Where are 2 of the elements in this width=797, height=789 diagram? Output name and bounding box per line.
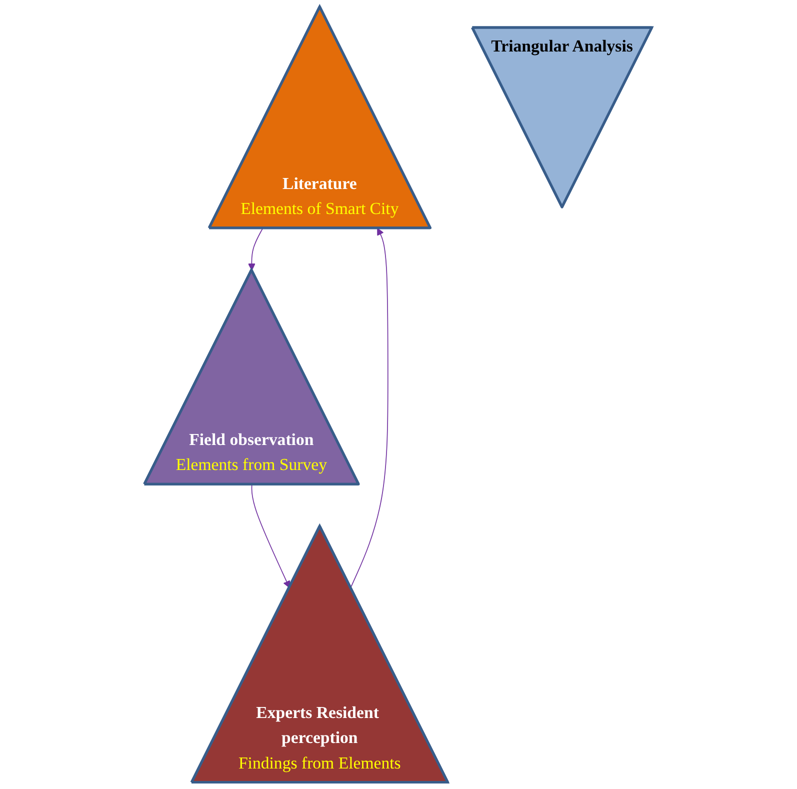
arrow (248, 228, 264, 271)
arrow (252, 484, 290, 588)
